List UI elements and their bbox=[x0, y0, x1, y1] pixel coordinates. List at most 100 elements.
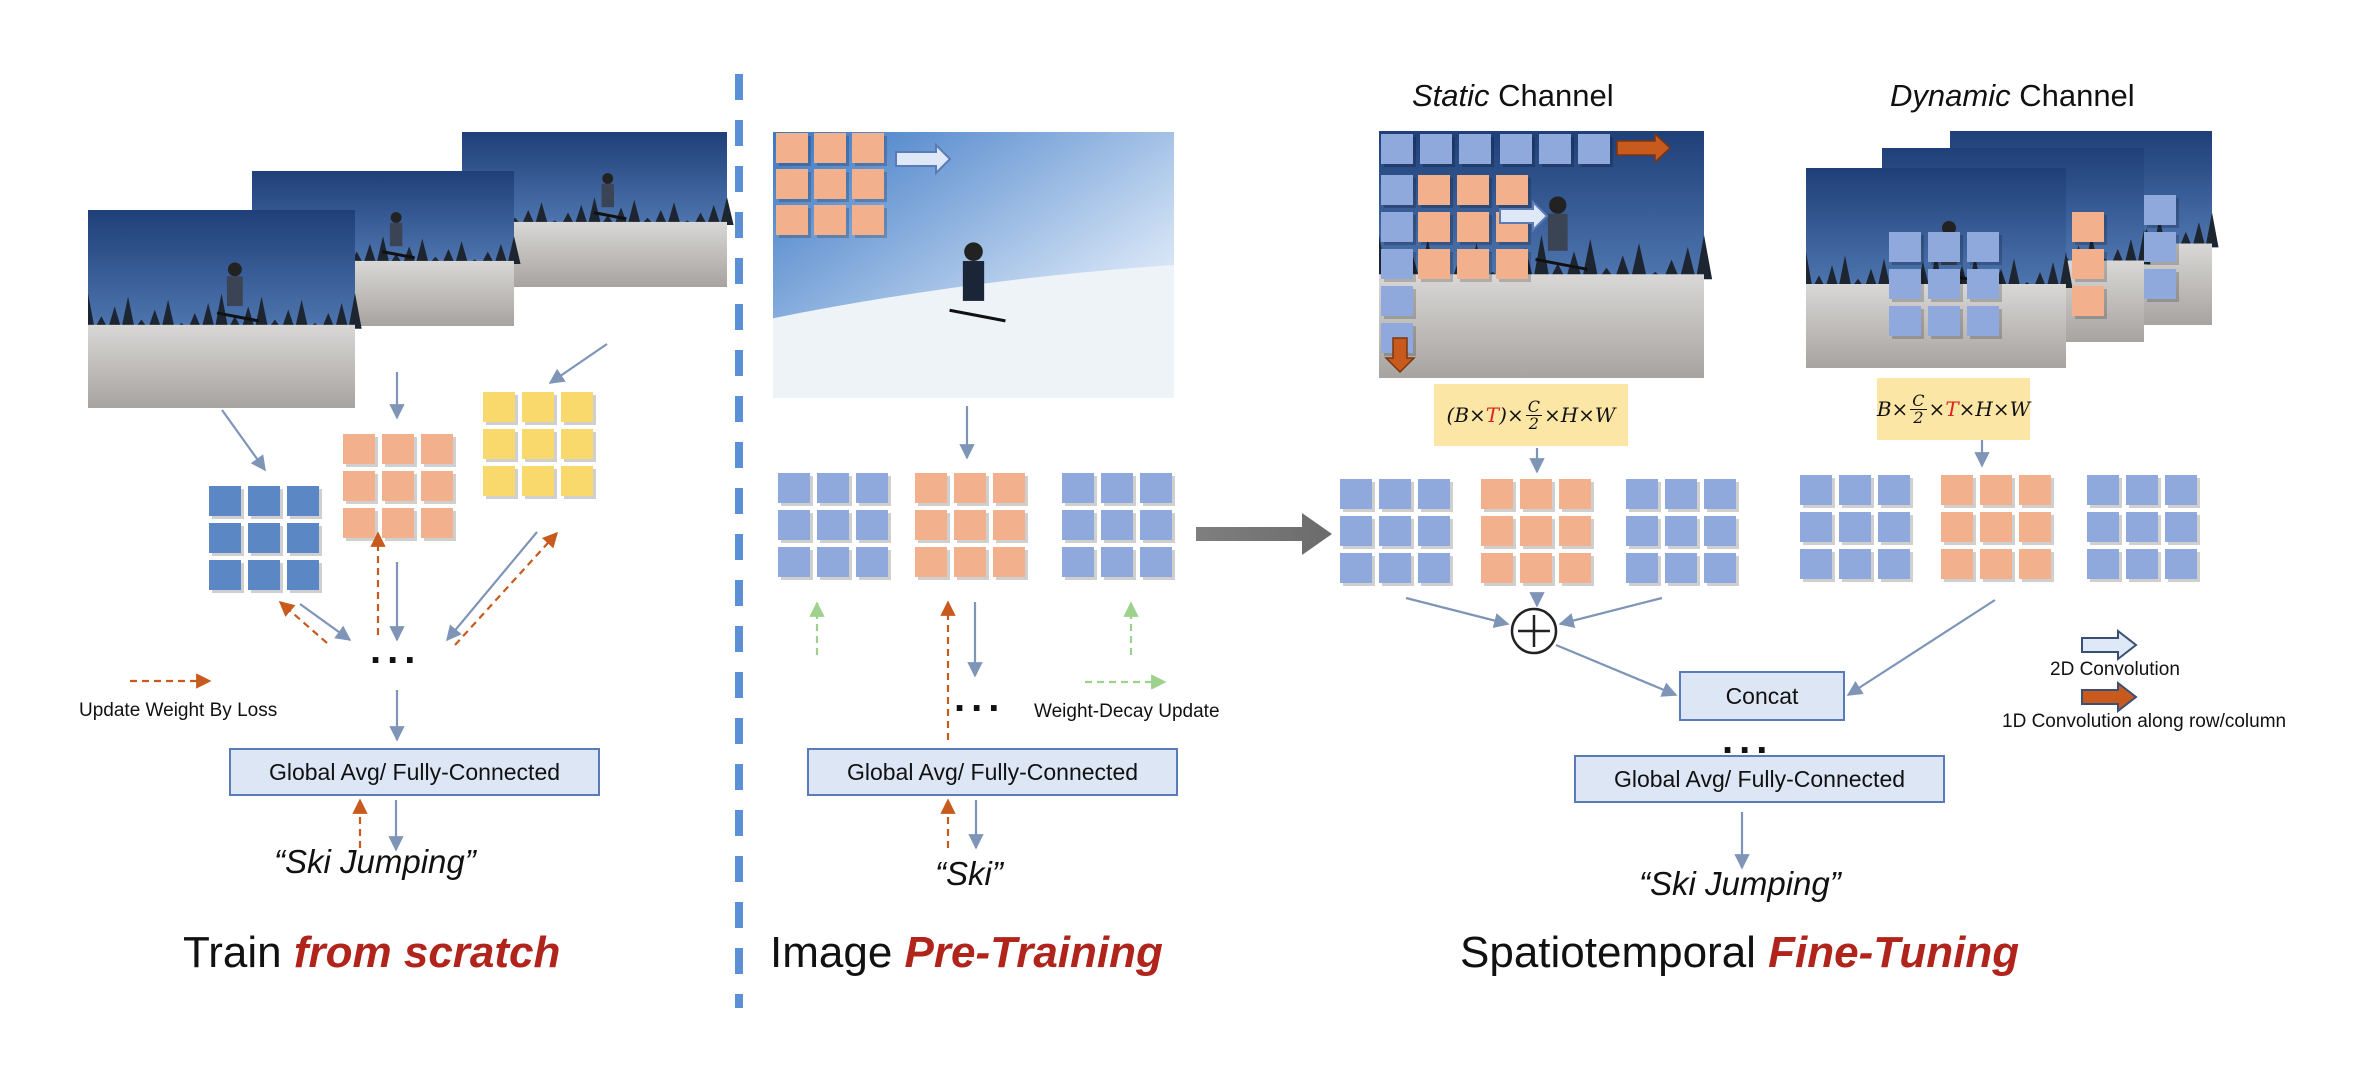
feature-cell bbox=[2165, 512, 2197, 542]
feature-cell bbox=[1379, 516, 1411, 546]
skier-body bbox=[962, 261, 985, 301]
transfer-big-arrow bbox=[1196, 513, 1332, 555]
feature-cell bbox=[1889, 269, 1921, 299]
static-shape-formula: (B×T)× C 2 ×H×W bbox=[1434, 384, 1628, 446]
feature-cell bbox=[1800, 512, 1832, 542]
feature-cell bbox=[1665, 516, 1697, 546]
feature-cell bbox=[856, 547, 888, 577]
arrow bbox=[1405, 596, 1510, 629]
feature-cell bbox=[778, 473, 810, 503]
arrow bbox=[446, 531, 538, 642]
feature-cell bbox=[248, 523, 280, 553]
arrow bbox=[221, 409, 266, 472]
feature-cell bbox=[1928, 306, 1960, 336]
feature-cell bbox=[522, 466, 554, 496]
feature-cell bbox=[1626, 479, 1658, 509]
feature-cell bbox=[2126, 549, 2158, 579]
feature-cell bbox=[1520, 553, 1552, 583]
skier-head bbox=[1942, 221, 1956, 235]
feature-cell bbox=[814, 205, 846, 235]
pretrain-blue-grid-2 bbox=[1062, 473, 1175, 580]
feature-cell bbox=[954, 473, 986, 503]
feature-cell bbox=[421, 471, 453, 501]
feature-cell bbox=[1459, 134, 1491, 164]
feature-cell bbox=[1889, 306, 1921, 336]
feature-cell bbox=[2087, 475, 2119, 505]
skier-skis bbox=[1535, 257, 1588, 271]
feature-cell bbox=[1878, 549, 1910, 579]
feature-cell bbox=[776, 133, 808, 163]
feature-cell bbox=[1839, 475, 1871, 505]
feature-cell bbox=[2144, 232, 2176, 262]
feature-cell bbox=[856, 473, 888, 503]
feature-cell bbox=[1839, 549, 1871, 579]
feature-cell bbox=[1418, 516, 1450, 546]
update-weight-label: Update Weight By Loss bbox=[79, 700, 278, 721]
feature-cell bbox=[1381, 249, 1413, 279]
feature-cell bbox=[1101, 547, 1133, 577]
feature-cell bbox=[483, 429, 515, 459]
feature-cell bbox=[1418, 175, 1450, 205]
skier-head bbox=[390, 212, 402, 223]
skier-head bbox=[227, 262, 242, 277]
feature-cell bbox=[993, 473, 1025, 503]
static-channel-title: Static Channel bbox=[1412, 78, 1614, 113]
feature-cell bbox=[1062, 510, 1094, 540]
legend-2d-label: 2D Convolution bbox=[2050, 659, 2180, 680]
feature-cell bbox=[1520, 516, 1552, 546]
feature-cell bbox=[382, 434, 414, 464]
feature-cell bbox=[1578, 134, 1610, 164]
feature-cell bbox=[852, 169, 884, 199]
feature-cell bbox=[1381, 286, 1413, 316]
scratch-ellipsis: ... bbox=[370, 628, 422, 672]
feature-cell bbox=[2165, 549, 2197, 579]
feature-cell bbox=[1062, 473, 1094, 503]
skier-skis bbox=[593, 211, 627, 221]
pretrain-ellipsis: ... bbox=[954, 676, 1006, 720]
feature-cell bbox=[522, 429, 554, 459]
scratch-orange-feature-grid bbox=[343, 434, 456, 541]
dynamic-side-kernel bbox=[2144, 195, 2179, 302]
photo-snow bbox=[773, 265, 1174, 398]
skier-head bbox=[1549, 196, 1567, 214]
feature-cell bbox=[1496, 175, 1528, 205]
pretrain-head-box: Global Avg/ Fully-Connected bbox=[807, 748, 1178, 796]
feature-cell bbox=[814, 133, 846, 163]
feature-cell bbox=[1457, 175, 1489, 205]
skier-head bbox=[964, 242, 983, 262]
feature-cell bbox=[2019, 475, 2051, 505]
skier-body bbox=[601, 183, 614, 208]
arrow bbox=[1558, 596, 1663, 629]
feature-cell bbox=[1967, 306, 1999, 336]
dynamic-spatial-kernel bbox=[1889, 232, 2002, 339]
static-row-kernel-a bbox=[1381, 134, 1494, 167]
feature-cell bbox=[1481, 479, 1513, 509]
dynamic-orange-grid bbox=[1941, 475, 2054, 582]
skier-head bbox=[602, 173, 614, 184]
feature-cell bbox=[287, 523, 319, 553]
feature-cell bbox=[1481, 516, 1513, 546]
feature-cell bbox=[1101, 473, 1133, 503]
feature-cell bbox=[1140, 547, 1172, 577]
dynamic-temporal-kernel bbox=[2072, 212, 2107, 319]
feature-cell bbox=[1539, 134, 1571, 164]
feature-cell bbox=[382, 508, 414, 538]
feature-cell bbox=[1418, 212, 1450, 242]
feature-cell bbox=[2019, 549, 2051, 579]
feature-cell bbox=[1967, 269, 1999, 299]
dynamic-blue-grid-2 bbox=[2087, 475, 2200, 582]
arrow bbox=[548, 343, 608, 384]
legend-1d-label: 1D Convolution along row/column bbox=[2002, 711, 2287, 732]
feature-cell bbox=[1800, 549, 1832, 579]
feature-cell bbox=[1381, 212, 1413, 242]
feature-cell bbox=[1626, 516, 1658, 546]
feature-cell bbox=[343, 471, 375, 501]
feature-cell bbox=[1418, 249, 1450, 279]
scratch-output-label: “Ski Jumping” bbox=[274, 843, 476, 880]
feature-cell bbox=[561, 466, 593, 496]
update-arrow bbox=[278, 600, 328, 644]
feature-cell bbox=[421, 434, 453, 464]
feature-cell bbox=[1418, 479, 1450, 509]
feature-cell bbox=[209, 523, 241, 553]
finetune-ellipsis: ... bbox=[1722, 718, 1774, 762]
